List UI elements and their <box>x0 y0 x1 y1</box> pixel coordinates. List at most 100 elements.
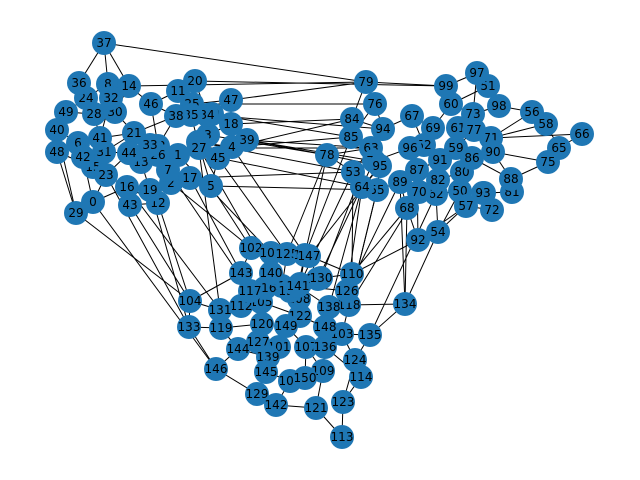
node-circle <box>393 292 417 316</box>
node-label: 82 <box>430 173 445 187</box>
node-label: 149 <box>275 319 298 333</box>
node-circle <box>250 312 274 336</box>
node-label: 56 <box>524 105 539 119</box>
edge-62-135 <box>369 193 437 336</box>
node-144: 144 <box>226 337 250 361</box>
node-label: 119 <box>210 321 233 335</box>
node-label: 34 <box>199 108 214 122</box>
node-circle <box>71 145 95 169</box>
node-label: 80 <box>454 165 469 179</box>
node-circle <box>398 136 422 160</box>
node-label: 145 <box>255 365 278 379</box>
node-label: 48 <box>49 145 64 159</box>
node-label: 60 <box>443 97 458 111</box>
node-circle <box>471 181 495 205</box>
node-121: 121 <box>304 396 328 420</box>
node-label: 0 <box>89 195 97 209</box>
node-circle <box>259 261 283 285</box>
edge-12-104 <box>157 202 191 302</box>
node-circle <box>92 31 116 55</box>
node-97: 97 <box>465 61 489 85</box>
node-label: 58 <box>538 117 553 131</box>
node-label: 11 <box>170 84 185 98</box>
node-circle <box>229 261 253 285</box>
edge-68-134 <box>404 207 408 305</box>
node-label: 141 <box>287 279 310 293</box>
node-label: 64 <box>354 180 369 194</box>
node-label: 134 <box>394 297 417 311</box>
node-150: 150 <box>293 366 317 390</box>
node-70: 70 <box>407 180 431 204</box>
node-circle <box>421 116 445 140</box>
node-circle <box>354 70 378 94</box>
node-32: 32 <box>99 86 123 110</box>
node-label: 93 <box>475 186 490 200</box>
node-label: 98 <box>491 99 506 113</box>
node-circle <box>187 136 211 160</box>
edge-78-125 <box>286 154 328 255</box>
node-148: 148 <box>313 315 337 339</box>
node-41: 41 <box>88 126 112 150</box>
node-label: 144 <box>227 342 250 356</box>
edge-64-138 <box>328 186 363 308</box>
node-label: 109 <box>312 364 335 378</box>
node-circle <box>426 220 450 244</box>
node-label: 47 <box>223 93 238 107</box>
node-label: 148 <box>314 320 337 334</box>
node-146: 146 <box>204 357 228 381</box>
node-circle <box>99 86 123 110</box>
node-circle <box>209 316 233 340</box>
node-43: 43 <box>118 193 142 217</box>
node-circle <box>570 122 594 146</box>
node-label: 42 <box>75 150 90 164</box>
node-107: 107 <box>294 335 318 359</box>
node-label: 114 <box>350 370 373 384</box>
node-149: 149 <box>274 314 298 338</box>
node-circle <box>178 289 202 313</box>
node-69: 69 <box>421 116 445 140</box>
node-label: 89 <box>392 175 407 189</box>
node-circle <box>204 357 228 381</box>
node-label: 99 <box>438 79 453 93</box>
node-98: 98 <box>487 94 511 118</box>
node-circle <box>297 244 321 268</box>
node-143: 143 <box>229 261 253 285</box>
node-label: 68 <box>399 201 414 215</box>
node-label: 5 <box>207 179 215 193</box>
node-label: 57 <box>458 199 473 213</box>
node-125: 125 <box>275 242 299 266</box>
node-circle <box>274 314 298 338</box>
node-label: 123 <box>332 395 355 409</box>
node-label: 44 <box>121 146 136 160</box>
node-circle <box>94 163 118 187</box>
node-78: 78 <box>315 143 339 167</box>
edge-39-74 <box>246 139 375 162</box>
node-circle <box>313 315 337 339</box>
node-82: 82 <box>426 168 450 192</box>
node-circle <box>67 71 91 95</box>
node-label: 104 <box>179 294 202 308</box>
node-circle <box>400 104 424 128</box>
node-label: 97 <box>469 66 484 80</box>
node-label: 45 <box>210 151 225 165</box>
node-label: 53 <box>345 165 360 179</box>
node-circle <box>363 92 387 116</box>
node-label: 73 <box>465 107 480 121</box>
node-label: 54 <box>430 225 445 239</box>
node-92: 92 <box>406 228 430 252</box>
node-label: 136 <box>314 340 337 354</box>
node-label: 78 <box>319 148 334 162</box>
node-label: 8 <box>104 77 112 91</box>
node-label: 91 <box>432 153 447 167</box>
node-label: 107 <box>295 340 318 354</box>
node-label: 70 <box>411 185 426 199</box>
node-circle <box>294 335 318 359</box>
edge-45-64 <box>217 157 363 188</box>
node-circle <box>286 274 310 298</box>
node-label: 131 <box>209 303 232 317</box>
edge-85-137 <box>304 136 352 256</box>
edge-37-79 <box>103 42 367 83</box>
node-29: 29 <box>64 201 88 225</box>
node-48: 48 <box>45 140 69 164</box>
node-circle <box>331 390 355 414</box>
